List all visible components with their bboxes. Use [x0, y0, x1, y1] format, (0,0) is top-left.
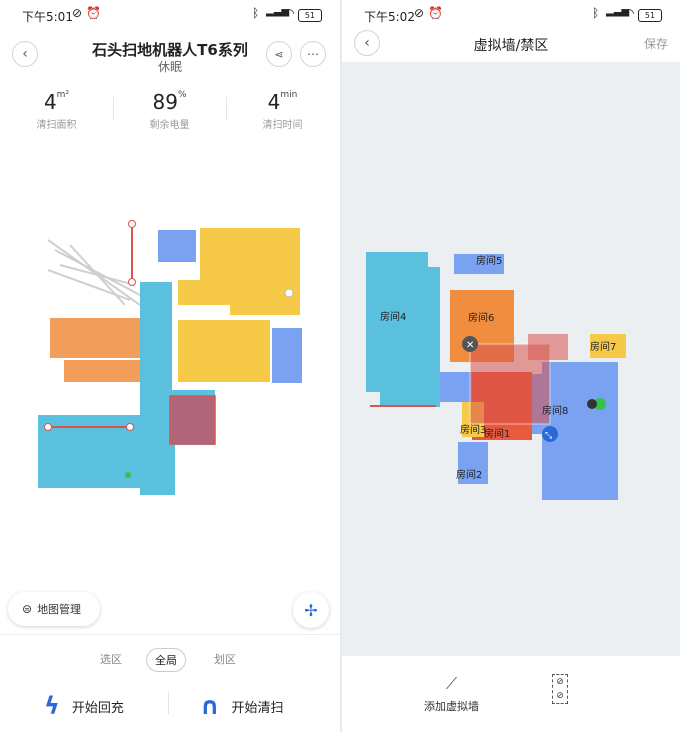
room-label-1: 房间1 — [484, 427, 510, 440]
share-button[interactable]: ⋖ — [266, 41, 292, 67]
alarm-icon: ⏰ — [86, 6, 101, 20]
resize-icon: ⤡ — [545, 431, 552, 441]
fan-power-button[interactable]: ✢ — [293, 592, 329, 628]
clean-path-icon: ∩ — [200, 692, 220, 720]
virtual-wall-icon: ⟋ — [445, 674, 458, 693]
status-time: 下午5:02 — [364, 10, 415, 24]
mute-icon: ⊘ — [414, 6, 425, 20]
chevron-left-icon: ‹ — [364, 35, 370, 51]
stat-divider — [226, 97, 227, 121]
floor-map[interactable] — [0, 210, 340, 540]
bluetooth-icon: ᛒ — [252, 6, 260, 20]
stat-divider — [113, 97, 114, 121]
page-title: 石头扫地机器人T6系列 — [92, 41, 248, 59]
wifi-icon: ◠ — [624, 6, 635, 20]
no-go-zone-icon: ⊘⊘ — [552, 674, 568, 704]
recharge-button[interactable]: ϟ 开始回充 — [44, 692, 124, 720]
room-label-8: 房间8 — [542, 404, 568, 417]
add-virtual-wall-button[interactable]: ⟋ 添加虚拟墙 — [424, 674, 479, 713]
add-no-go-zone-button[interactable]: ⊘⊘ — [552, 674, 568, 704]
toolbar — [342, 656, 680, 732]
lightning-icon: ϟ — [44, 692, 60, 720]
room-label-3: 房间3 — [460, 423, 486, 436]
room-yellow-mid — [178, 320, 270, 382]
section-divider — [0, 634, 340, 635]
wifi-icon: ◠ — [284, 6, 295, 20]
alarm-icon: ⏰ — [428, 6, 443, 20]
robot-icon — [587, 399, 597, 409]
delete-zone-icon[interactable] — [462, 336, 478, 352]
wall-endpoint[interactable] — [128, 278, 136, 286]
page-title: 虚拟墙/禁区 — [473, 38, 549, 54]
room-label-6: 房间6 — [468, 311, 494, 324]
stat-time: 4min 清扫时间 — [262, 90, 303, 131]
room-cyan-main — [38, 282, 215, 495]
more-icon: ⋯ — [307, 47, 319, 61]
no-go-zone[interactable] — [169, 395, 216, 445]
charger-dock-icon — [125, 472, 131, 478]
status-bar: 下午5:02 ⊘ ⏰ ᛒ ▂▃▅ ◠ 51 — [342, 0, 680, 28]
room-map[interactable]: ✕ ⤡ 房间4 房间5 房间6 房间7 房间8 房间1 房间3 房间2 — [342, 62, 680, 656]
segment-full[interactable]: 全局 — [146, 648, 186, 672]
status-time: 下午5:01 — [22, 10, 73, 24]
signal-icon: ▂▃▅ — [266, 6, 290, 17]
action-divider — [168, 692, 169, 714]
status-bar: 下午5:01 ⊘ ⏰ ᛒ ▂▃▅ ◠ 51 — [0, 0, 340, 28]
screen-divider — [340, 0, 342, 732]
room-label-2: 房间2 — [456, 468, 482, 481]
room-yellow-top — [178, 228, 300, 315]
edit-map-canvas[interactable]: ✕ ⤡ 房间4 房间5 房间6 房间7 房间8 房间1 房间3 房间2 — [342, 62, 680, 656]
room-label-5: 房间5 — [476, 254, 502, 267]
segment-zone[interactable]: 划区 — [214, 653, 236, 666]
share-icon: ⋖ — [274, 47, 284, 61]
segment-select-area[interactable]: 选区 — [100, 653, 122, 666]
stat-area: 4m² 清扫面积 — [36, 90, 77, 131]
room-7[interactable] — [590, 334, 626, 358]
room-blue-right — [272, 328, 302, 383]
signal-icon: ▂▃▅ — [606, 6, 630, 17]
close-icon: ✕ — [466, 340, 474, 351]
wall-endpoint[interactable] — [126, 423, 134, 431]
robot-position-icon — [284, 288, 294, 298]
room-2[interactable] — [458, 442, 488, 484]
chevron-left-icon: ‹ — [22, 46, 28, 62]
room-label-7: 房间7 — [590, 340, 616, 353]
stat-battery: 89% 剩余电量 — [149, 90, 190, 131]
back-button[interactable]: ‹ — [354, 30, 380, 56]
back-button[interactable]: ‹ — [12, 41, 38, 67]
room-blue-top — [158, 230, 196, 262]
mute-icon: ⊘ — [72, 6, 83, 20]
room-label-4: 房间4 — [380, 310, 406, 323]
map-pin-icon: ⊜ — [22, 602, 33, 616]
wall-endpoint[interactable] — [44, 423, 52, 431]
fan-icon: ✢ — [304, 600, 318, 620]
wall-endpoint[interactable] — [128, 220, 136, 228]
robot-home-screen: 下午5:01 ⊘ ⏰ ᛒ ▂▃▅ ◠ 51 ‹ 石头扫地机器人T6系列 休眠 ⋖… — [0, 0, 340, 720]
room-5[interactable] — [454, 254, 504, 274]
room-4[interactable] — [366, 252, 440, 407]
map-scan-noise — [47, 239, 141, 306]
virtual-wall-screen: 下午5:02 ⊘ ⏰ ᛒ ▂▃▅ ◠ 51 ‹ 虚拟墙/禁区 保存 ✕ ⤡ — [342, 0, 680, 732]
start-clean-button[interactable]: ∩ 开始清扫 — [200, 692, 284, 720]
resize-zone-icon[interactable] — [542, 426, 558, 442]
room-orange-left-lower — [64, 360, 144, 382]
battery-icon: 51 — [298, 9, 322, 22]
battery-icon: 51 — [638, 9, 662, 22]
more-button[interactable]: ⋯ — [300, 41, 326, 67]
hallway — [440, 372, 472, 402]
device-status: 休眠 — [157, 60, 182, 74]
map-management-button[interactable]: ⊜ 地图管理 — [8, 592, 100, 626]
no-go-zone-small[interactable] — [528, 334, 568, 360]
bluetooth-icon: ᛒ — [592, 6, 600, 20]
room-orange-left — [50, 318, 145, 358]
save-button[interactable]: 保存 — [643, 37, 668, 51]
charger-dock-icon — [594, 398, 606, 410]
